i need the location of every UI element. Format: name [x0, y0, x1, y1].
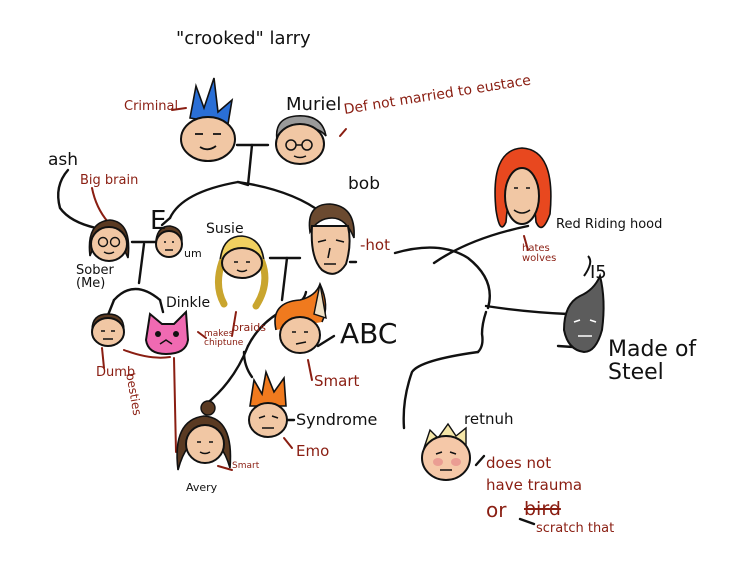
red-riding-hood-head	[494, 147, 552, 229]
leader-abc	[316, 334, 336, 348]
annotation-lines	[91, 107, 529, 471]
note-makes-chiptune: makes chiptune	[204, 329, 244, 348]
name-larry: "crooked" larry	[176, 28, 311, 49]
syndrome-hair	[249, 369, 287, 407]
avery-bun	[200, 400, 216, 416]
connector-to-sober	[106, 298, 116, 317]
name-dinkle: Dinkle	[166, 295, 211, 311]
name-retnuh: retnuh	[464, 410, 514, 428]
ash-glasses	[97, 236, 109, 248]
note-scratch-that: scratch that	[536, 521, 615, 536]
abc-horn	[313, 283, 327, 320]
name-abc: ABC	[340, 317, 398, 350]
abc-hair	[274, 281, 327, 331]
note-line-smart-abc	[307, 359, 313, 381]
connector-hot-down	[476, 310, 488, 354]
connector-to-steel	[484, 304, 570, 316]
ash-head	[88, 219, 130, 262]
connector-parents-drop	[236, 143, 254, 187]
um-head	[155, 225, 183, 258]
note-line-dumb	[101, 347, 105, 369]
note-smart-abc: Smart	[314, 372, 360, 390]
relation-hot: -hot	[360, 236, 390, 254]
avery-head	[176, 400, 232, 471]
name-muriel: Muriel	[286, 94, 342, 115]
connector-to-dinkle	[158, 298, 165, 314]
name-syndrome: Syndrome	[296, 410, 378, 429]
name-made-of-steel: Made of Steel	[608, 337, 697, 386]
leader-ash	[57, 168, 98, 230]
steel-head	[562, 272, 605, 354]
name-steel-mark: I5	[590, 262, 607, 283]
steel-curl	[583, 255, 592, 277]
name-ash: ash	[48, 150, 79, 170]
note-braids: braids	[232, 321, 267, 334]
note-criminal: Criminal	[124, 99, 179, 114]
name-susie: Susie	[206, 221, 244, 237]
connector-to-um	[160, 216, 172, 227]
larry-head	[180, 77, 236, 162]
note-or: or	[486, 498, 507, 522]
larry-hair	[189, 77, 234, 125]
note-line-emo	[283, 437, 293, 449]
misc-marks	[583, 255, 592, 277]
connector-children-arc	[168, 180, 324, 220]
note-does-not: does not	[486, 454, 552, 472]
susie-braids	[215, 258, 269, 310]
note-hates-wolves: hates wolves	[522, 243, 557, 264]
connector-to-avery	[203, 344, 250, 407]
tree-connector-lines	[57, 143, 590, 526]
abc-head	[274, 281, 327, 354]
leader-retnuh-note	[474, 454, 486, 467]
name-sober: Sober (Me)	[76, 263, 114, 291]
note-big-brain: Big brain	[80, 173, 139, 188]
sober-head	[91, 313, 125, 347]
name-um: um	[184, 247, 202, 260]
name-red-riding-hood: Red Riding hood	[556, 217, 663, 232]
retnuh-head	[421, 422, 471, 481]
syndrome-head	[248, 369, 288, 438]
dinkle-head	[144, 309, 190, 356]
susie-head	[215, 235, 269, 310]
note-line-besties	[123, 349, 171, 359]
bob-hair	[308, 203, 355, 239]
note-have-trauma: have trauma	[486, 476, 583, 494]
note-emo: Emo	[296, 442, 330, 460]
note-line-criminal	[171, 107, 187, 111]
connector-to-red-riding-hood	[432, 224, 530, 265]
connector-to-retnuh	[402, 350, 480, 430]
note-line-besties-long	[173, 357, 177, 453]
note-line-big-brain	[91, 187, 109, 223]
muriel-head	[275, 115, 327, 165]
connector-hot-branch	[393, 246, 491, 310]
connector-to-syndrome	[242, 350, 254, 379]
note-line-chiptune	[197, 331, 207, 339]
note-bird-struck: bird	[524, 498, 561, 520]
name-e: E	[150, 206, 167, 236]
note-line-hates-wolves	[523, 235, 529, 251]
note-line-def-not	[339, 128, 347, 137]
connector-ash-children	[112, 242, 162, 302]
name-avery: Avery	[186, 481, 218, 494]
note-smart-avery: Smart	[232, 461, 260, 471]
bob-head	[308, 203, 355, 275]
leader-scratch	[518, 517, 536, 526]
note-dumb: Dumb	[96, 365, 136, 380]
name-bob: bob	[348, 174, 380, 194]
note-line-smart-avery	[217, 465, 233, 471]
note-line-braids	[231, 311, 237, 337]
